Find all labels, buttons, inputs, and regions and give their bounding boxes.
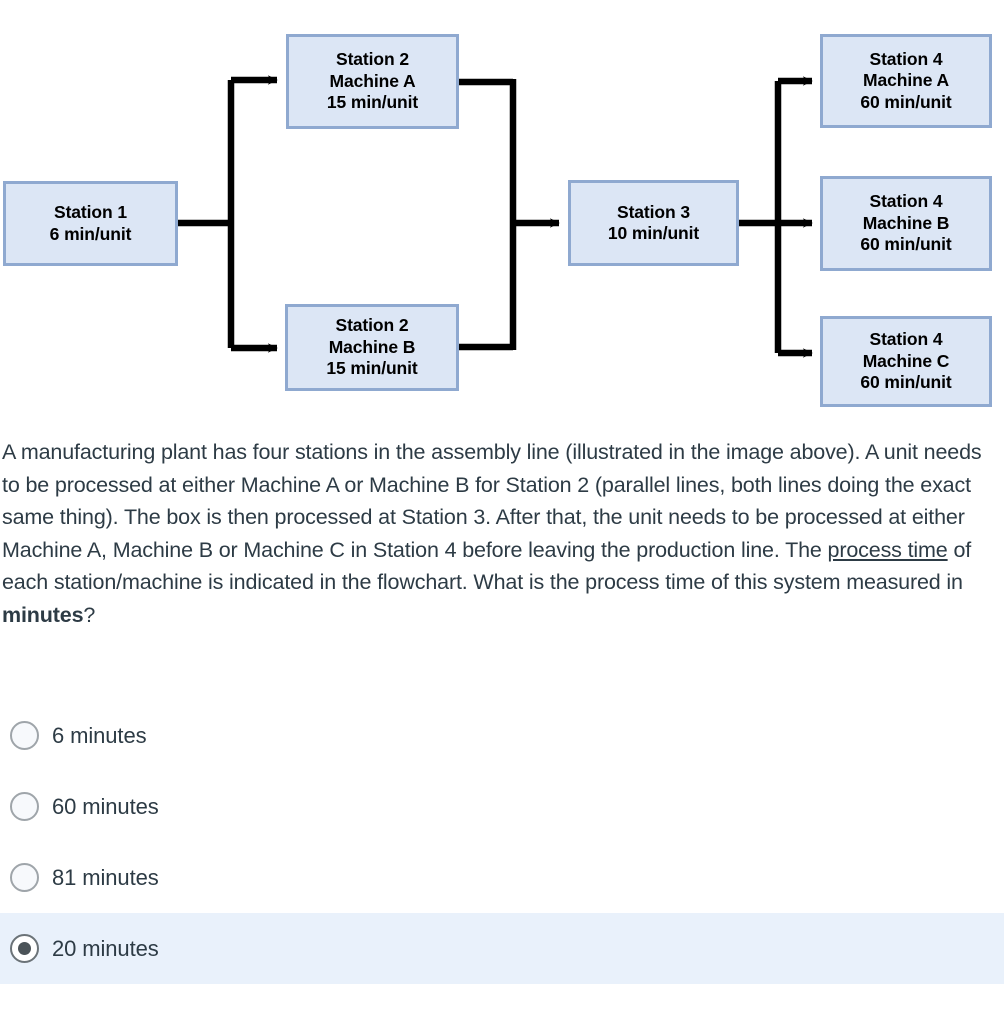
question-part-2: of each station/machine is indicated in … xyxy=(2,537,972,595)
answer-option-3[interactable]: 20 minutes xyxy=(0,913,1004,984)
assembly-line-flowchart: Station 1 6 min/unit Station 2 Machine A… xyxy=(0,0,1004,425)
flow-node-station1: Station 1 6 min/unit xyxy=(3,181,178,266)
station2a-line1: Station 2 xyxy=(336,49,409,70)
question-underlined-term: process time xyxy=(827,537,948,562)
station4c-line1: Station 4 xyxy=(869,329,943,350)
flow-node-station4-machine-b: Station 4 Machine B 60 min/unit xyxy=(820,176,992,271)
station1-line1: Station 1 xyxy=(54,202,127,223)
answer-label-0: 6 minutes xyxy=(52,722,147,748)
flow-node-station2-machine-b: Station 2 Machine B 15 min/unit xyxy=(285,304,459,391)
station2a-line2: Machine A xyxy=(329,70,416,91)
station2b-line2: Machine B xyxy=(328,336,416,357)
radio-button-icon-3[interactable] xyxy=(10,934,39,963)
flow-node-station3: Station 3 10 min/unit xyxy=(568,180,739,266)
answer-options-list: 6 minutes 60 minutes 81 minutes 20 minut… xyxy=(0,700,1004,984)
answer-label-2: 81 minutes xyxy=(52,864,159,890)
radio-button-icon-0[interactable] xyxy=(10,721,39,750)
radio-dot-3 xyxy=(18,942,31,955)
station4b-line1: Station 4 xyxy=(869,191,943,212)
station2a-line3: 15 min/unit xyxy=(326,92,419,113)
station3-line2: 10 min/unit xyxy=(607,223,700,243)
station4a-line3: 60 min/unit xyxy=(860,91,952,112)
station4c-line3: 60 min/unit xyxy=(860,372,952,393)
station4c-line2: Machine C xyxy=(862,350,950,371)
radio-button-icon-1[interactable] xyxy=(10,792,39,821)
station4a-line1: Station 4 xyxy=(869,48,943,69)
answer-option-1[interactable]: 60 minutes xyxy=(0,771,1004,842)
answer-label-1: 60 minutes xyxy=(52,793,159,819)
flow-node-station2-machine-a: Station 2 Machine A 15 min/unit xyxy=(286,34,459,129)
station3-line1: Station 3 xyxy=(617,201,690,222)
question-part-1: A manufacturing plant has four stations … xyxy=(2,440,982,562)
station2b-line3: 15 min/unit xyxy=(326,358,418,379)
flow-node-station4-machine-c: Station 4 Machine C 60 min/unit xyxy=(820,316,992,407)
radio-button-icon-2[interactable] xyxy=(10,863,39,892)
question-bold-term: minutes xyxy=(2,602,84,627)
station4b-line3: 60 min/unit xyxy=(860,234,952,255)
answer-option-0[interactable]: 6 minutes xyxy=(0,700,1004,771)
flow-node-station4-machine-a: Station 4 Machine A 60 min/unit xyxy=(820,34,992,128)
station1-line2: 6 min/unit xyxy=(49,223,132,244)
station2b-line1: Station 2 xyxy=(335,315,409,336)
station4b-line2: Machine B xyxy=(862,212,950,233)
answer-option-2[interactable]: 81 minutes xyxy=(0,842,1004,913)
question-part-3: ? xyxy=(83,602,96,627)
station4a-line2: Machine A xyxy=(863,70,949,91)
question-text: A manufacturing plant has four stations … xyxy=(2,436,997,632)
flowchart-connectors xyxy=(178,75,813,358)
answer-label-3: 20 minutes xyxy=(52,935,159,961)
